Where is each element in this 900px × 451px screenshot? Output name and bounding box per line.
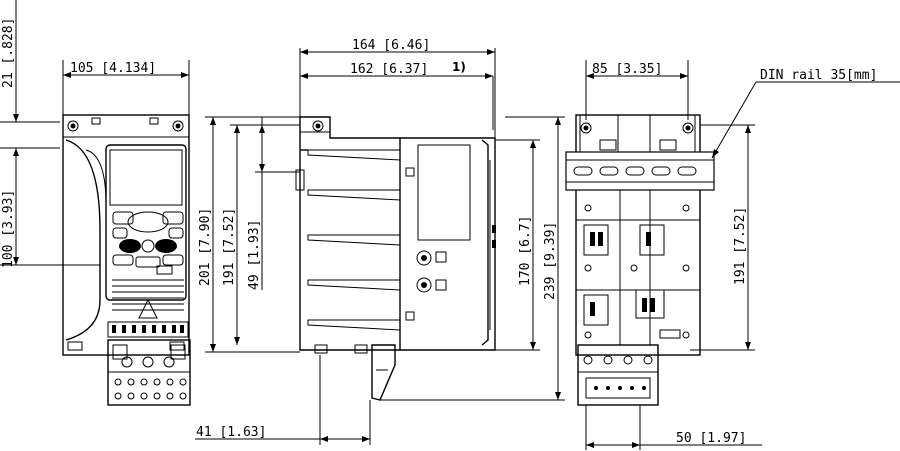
clamp-plate	[107, 339, 191, 406]
dim-height-191-side: 191 [7.52]	[222, 208, 237, 286]
dim-rear-width: 85 [3.35]	[592, 62, 662, 77]
din-rail	[565, 151, 715, 191]
dim-height-239: 239 [9.39]	[543, 222, 558, 300]
dim-depth-total: 164 [6.46]	[352, 38, 430, 53]
rear-view: 85 [3.35] DIN rail 35[mm] 191 [7.52] 50 …	[565, 60, 900, 450]
dim-depth-body: 162 [6.37]	[350, 62, 428, 77]
dim-height-191-rear: 191 [7.52]	[733, 207, 748, 285]
warning-triangle-icon	[138, 298, 158, 319]
keypad-icon	[112, 211, 184, 268]
dim-top-offset: 21 [.828]	[1, 18, 16, 88]
mounting-clip	[579, 114, 619, 156]
control-panel	[105, 144, 187, 301]
vent-stripes	[112, 279, 184, 311]
din-rail-label: DIN rail 35[mm]	[760, 68, 877, 83]
dim-height-201: 201 [7.90]	[198, 208, 213, 286]
front-view: 105 [4.134] 21 [.828] 100 [3.93]	[0, 0, 191, 406]
dim-bottom-offset: 41 [1.63]	[196, 425, 266, 440]
side-view: 164 [6.46] 162 [6.37] 1) 201 [7.90] 191 …	[195, 38, 565, 445]
dim-height-170: 170 [6.7]	[518, 216, 533, 286]
dim-front-width: 105 [4.134]	[70, 61, 156, 76]
cable-clamp	[371, 344, 396, 401]
terminal-block	[107, 321, 189, 338]
dim-height-49: 49 [1.93]	[247, 220, 262, 290]
clamp-plate	[577, 344, 659, 406]
dim-mount-height: 100 [3.93]	[1, 190, 16, 268]
mounting-clip	[649, 114, 696, 156]
mounting-hole-icon	[67, 120, 79, 132]
mounting-hole-icon	[312, 120, 324, 132]
connector-icon	[416, 250, 447, 293]
connector-icon	[583, 224, 665, 326]
dim-rail-offset: 50 [1.97]	[676, 431, 746, 446]
footnote-marker: 1)	[452, 60, 466, 74]
heatsink-fins	[307, 149, 401, 331]
mounting-hole-icon	[172, 120, 184, 132]
